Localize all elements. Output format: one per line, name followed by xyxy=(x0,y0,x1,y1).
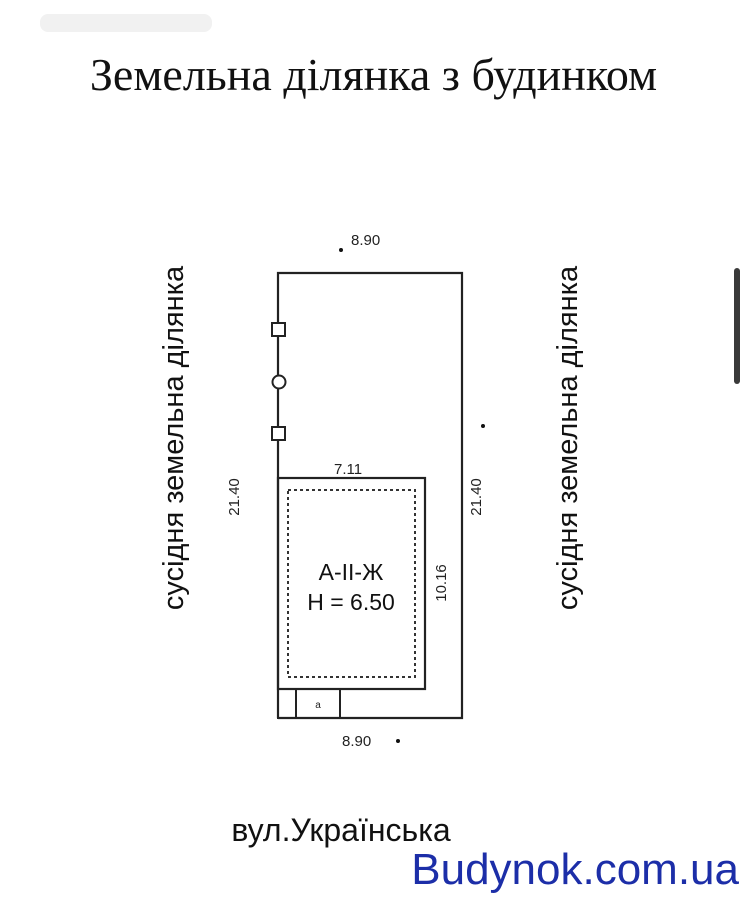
dimension-bottom-width: 8.90 xyxy=(342,733,371,750)
dimension-house-depth: 10.16 xyxy=(433,564,450,602)
plot-boundary xyxy=(276,271,464,720)
annex-outline xyxy=(277,688,341,719)
watermark-logo: Budynok.com.ua xyxy=(411,845,739,894)
fence-post-square-top xyxy=(271,322,286,337)
left-neighbor-label: сусідня земельна ділянка xyxy=(158,265,190,610)
fence-post-round xyxy=(271,374,287,390)
dimension-right-length: 21.40 xyxy=(468,478,485,516)
dot-top xyxy=(339,248,343,252)
house-height: H = 6.50 xyxy=(307,589,395,615)
fence-post-square-bottom xyxy=(271,426,286,441)
dot-right xyxy=(481,424,485,428)
dimension-left-length: 21.40 xyxy=(226,478,243,516)
annex-mark: a xyxy=(315,700,321,711)
header-smudge xyxy=(40,14,212,32)
street-label: вул.Українська xyxy=(231,812,451,848)
dot-bottom xyxy=(396,739,400,743)
house-inner-dashed xyxy=(287,489,416,678)
scrollbar[interactable] xyxy=(734,268,740,384)
dimension-house-width: 7.11 xyxy=(334,461,362,478)
dimension-top-width: 8.90 xyxy=(351,232,380,249)
house-outline xyxy=(276,476,427,691)
right-neighbor-label: сусідня земельна ділянка xyxy=(552,265,584,610)
house-code: А-II-Ж xyxy=(319,559,384,585)
page-title: Земельна ділянка з будинком xyxy=(89,49,658,100)
